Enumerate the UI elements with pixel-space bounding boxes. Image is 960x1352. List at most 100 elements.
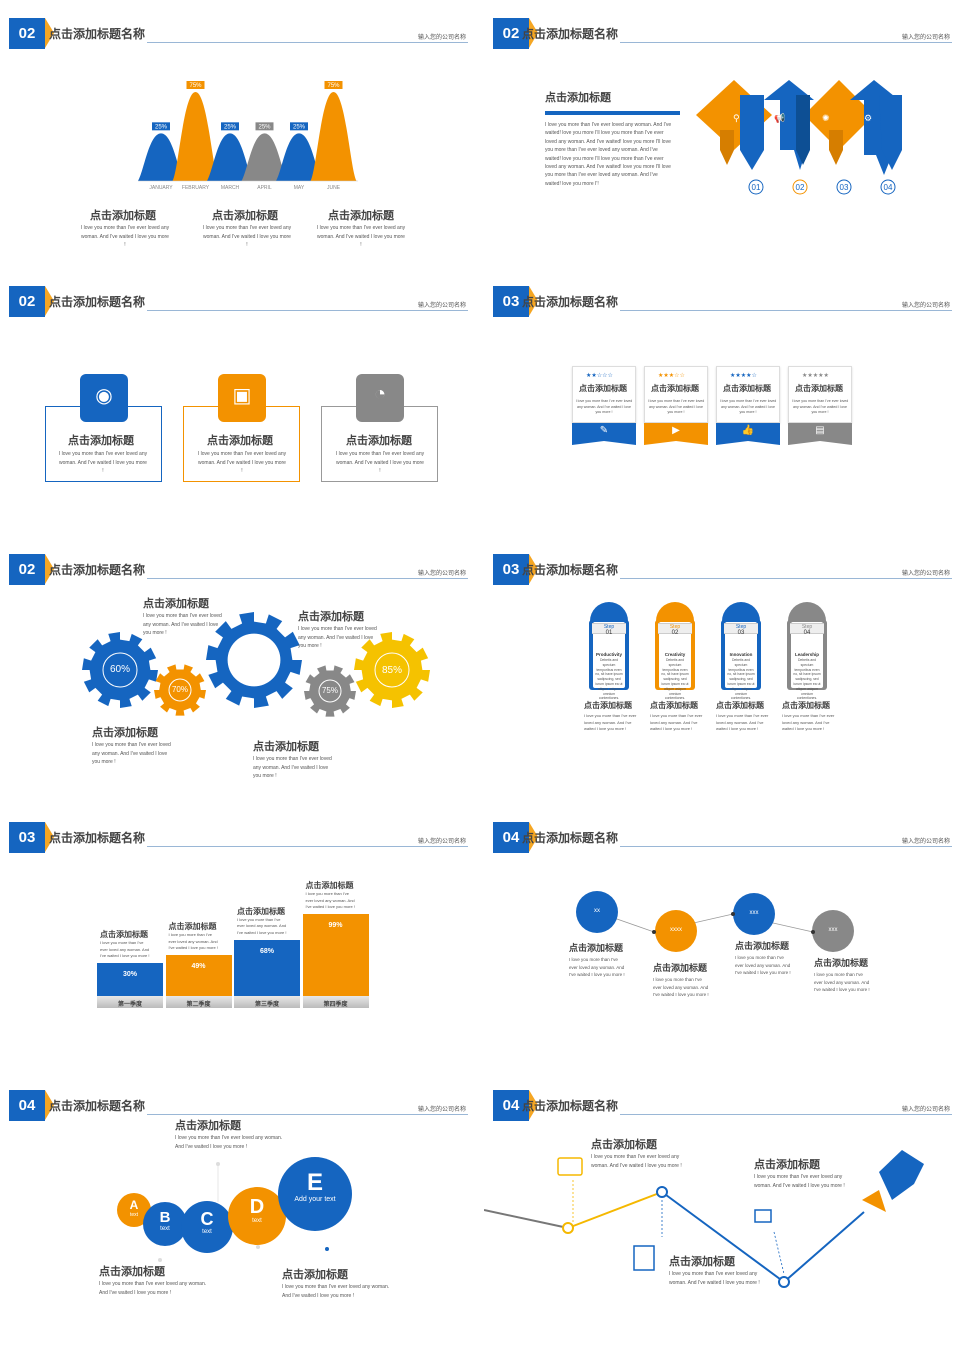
bar-label-0: 30% — [122, 971, 137, 979]
heading-2: 点击添加标题 — [99, 1266, 165, 1278]
section-badge: 04 — [493, 1090, 538, 1121]
card-tab-3 — [790, 623, 824, 634]
heading-2: 点击添加标题 — [754, 1159, 820, 1171]
company-name: 输入您的公司名称 — [901, 571, 950, 577]
bubble-letter-2: C — [200, 1209, 214, 1229]
body-2: I love you more than I've ever loved any… — [298, 626, 377, 649]
heading-1: 点击添加标题 — [168, 922, 217, 932]
heading-3: 点击添加标题 — [92, 727, 158, 739]
body-1: I love you more than I've ever loved any… — [650, 713, 703, 731]
card-tab-2 — [724, 623, 758, 634]
peak-4 — [276, 133, 322, 181]
category-label-1: FEBRUARY — [182, 185, 210, 191]
rating-stars-1: ★★★☆☆ — [658, 373, 685, 379]
step-01: 01 — [751, 183, 761, 192]
node-3: xxx — [749, 910, 759, 916]
section-badge: 02 — [493, 18, 538, 49]
body-3: I love you more than I've ever loved any… — [735, 955, 791, 975]
card-body-1: I love you more than I've ever loved any… — [647, 399, 705, 414]
gear-ring-3 — [374, 652, 410, 688]
category-plate-3 — [302, 996, 369, 1008]
slide-8: 04 点击添加标题名称 输入您的公司名称 xx xxxx xxx xxx 点击添… — [484, 804, 958, 1066]
heading-3: 点击添加标题 — [346, 435, 412, 447]
body-2-line1: I love you more than I've ever loved any… — [99, 1281, 207, 1287]
heading-0: 点击添加标题 — [584, 701, 632, 710]
body-4: I love you more than I've ever loved any… — [253, 756, 332, 779]
peak-0 — [138, 133, 184, 181]
body-1: I love you more than I've ever loved any… — [143, 613, 222, 636]
camera-tile — [80, 374, 128, 422]
gear-orange — [154, 664, 206, 716]
category-plate-0 — [97, 996, 163, 1008]
heading-3: 点击添加标题 — [328, 210, 394, 222]
company-name: 输入您的公司名称 — [417, 1107, 466, 1113]
bubbles-graphic — [117, 1157, 352, 1262]
section-badge: 03 — [9, 822, 54, 853]
slide-10: 04 点击添加标题名称 输入您的公司名称 点击添加标题 I love you m… — [484, 1072, 958, 1334]
body-3: I love you more than I've ever loved any… — [782, 713, 835, 731]
section-badge: 04 — [493, 822, 538, 853]
section-badge: 02 — [9, 18, 54, 49]
node-1: xx — [594, 908, 600, 914]
card-body-2: I love you more than I've ever loved any… — [719, 399, 777, 414]
card-3 — [788, 366, 852, 423]
pencil-icon: ✎ — [599, 425, 609, 436]
header-line — [620, 846, 952, 847]
gear-blue-1 — [82, 632, 158, 708]
bubble-text-3: text — [252, 1218, 262, 1224]
bar-1 — [165, 955, 232, 996]
step-03: 03 — [839, 183, 849, 192]
company-name: 输入您的公司名称 — [417, 571, 466, 577]
heading-0: 点击添加标题 — [100, 930, 148, 940]
megaphone-icon: 📢 — [774, 112, 785, 124]
body-3: I love you more than I've ever loved any… — [92, 742, 171, 765]
slide-title: 点击添加标题名称 — [522, 563, 619, 577]
category-label-4: MAY — [294, 185, 305, 191]
card-heading-1: 点击添加标题 — [651, 384, 699, 393]
body-2: I love you more than I've ever loved any… — [237, 916, 287, 935]
slide-title: 点击添加标题名称 — [522, 831, 619, 845]
card-text-1: Debetis and specium temporibus even no, … — [661, 658, 689, 701]
rating-stars-0: ★★☆☆☆ — [586, 373, 613, 379]
pie-tile — [356, 374, 404, 422]
step-number-0: 01 — [605, 630, 613, 636]
company-name: 输入您的公司名称 — [901, 35, 950, 41]
heading-2: 点击添加标题 — [237, 906, 285, 916]
step-04: 04 — [883, 183, 893, 192]
value-label-2: 25% — [224, 124, 237, 130]
node-4: xxx — [828, 927, 838, 933]
slide-5: 02 点击添加标题名称 输入您的公司名称 60% 70% 75% 85% 点击添… — [0, 536, 474, 798]
heading-3: 点击添加标题 — [282, 1269, 348, 1281]
heading-1: 点击添加标题 — [175, 1120, 241, 1132]
thumbs-up-icon: 👍 — [741, 425, 755, 436]
card-heading-2: 点击添加标题 — [723, 384, 771, 393]
header-line — [147, 310, 468, 311]
pie-chart-icon: ◔ — [373, 383, 387, 405]
section-badge: 03 — [493, 286, 538, 317]
gear-gray — [304, 665, 356, 717]
body-1: I love you more than I've ever loved any… — [168, 932, 218, 951]
arrows-graphic: ⚲ 📢 ✺ ⚙ — [696, 80, 902, 195]
card-text-0: Debetis and specium temporibus even no, … — [595, 658, 623, 701]
card-0 — [572, 366, 636, 423]
card-text-3: Debetis and specium temporibus even no, … — [793, 658, 821, 701]
header-line — [147, 578, 468, 579]
card-body-0: I love you more than I've ever loved any… — [575, 399, 633, 414]
header-line — [620, 310, 952, 311]
bar-0 — [97, 963, 163, 996]
peak-1 — [172, 92, 219, 181]
section-badge: 03 — [493, 554, 538, 585]
gears-graphic — [82, 612, 430, 717]
gear-yellow — [354, 632, 430, 708]
header-line — [147, 1114, 468, 1115]
bar-2 — [234, 939, 300, 996]
body-1: I love you more than I've ever loved any… — [569, 957, 625, 977]
heading-1: 点击添加标题 — [569, 943, 624, 953]
peak-chart: 25%JANUARY75%FEBRUARY25%MARCH25%APRIL25%… — [138, 81, 358, 191]
heading-1: 点击添加标题 — [68, 435, 134, 447]
search-icon: ⚲ — [733, 113, 740, 123]
bubble-letter-1: B — [159, 1209, 171, 1226]
card-heading-3: 点击添加标题 — [795, 384, 843, 393]
card-tab-1 — [658, 623, 692, 634]
